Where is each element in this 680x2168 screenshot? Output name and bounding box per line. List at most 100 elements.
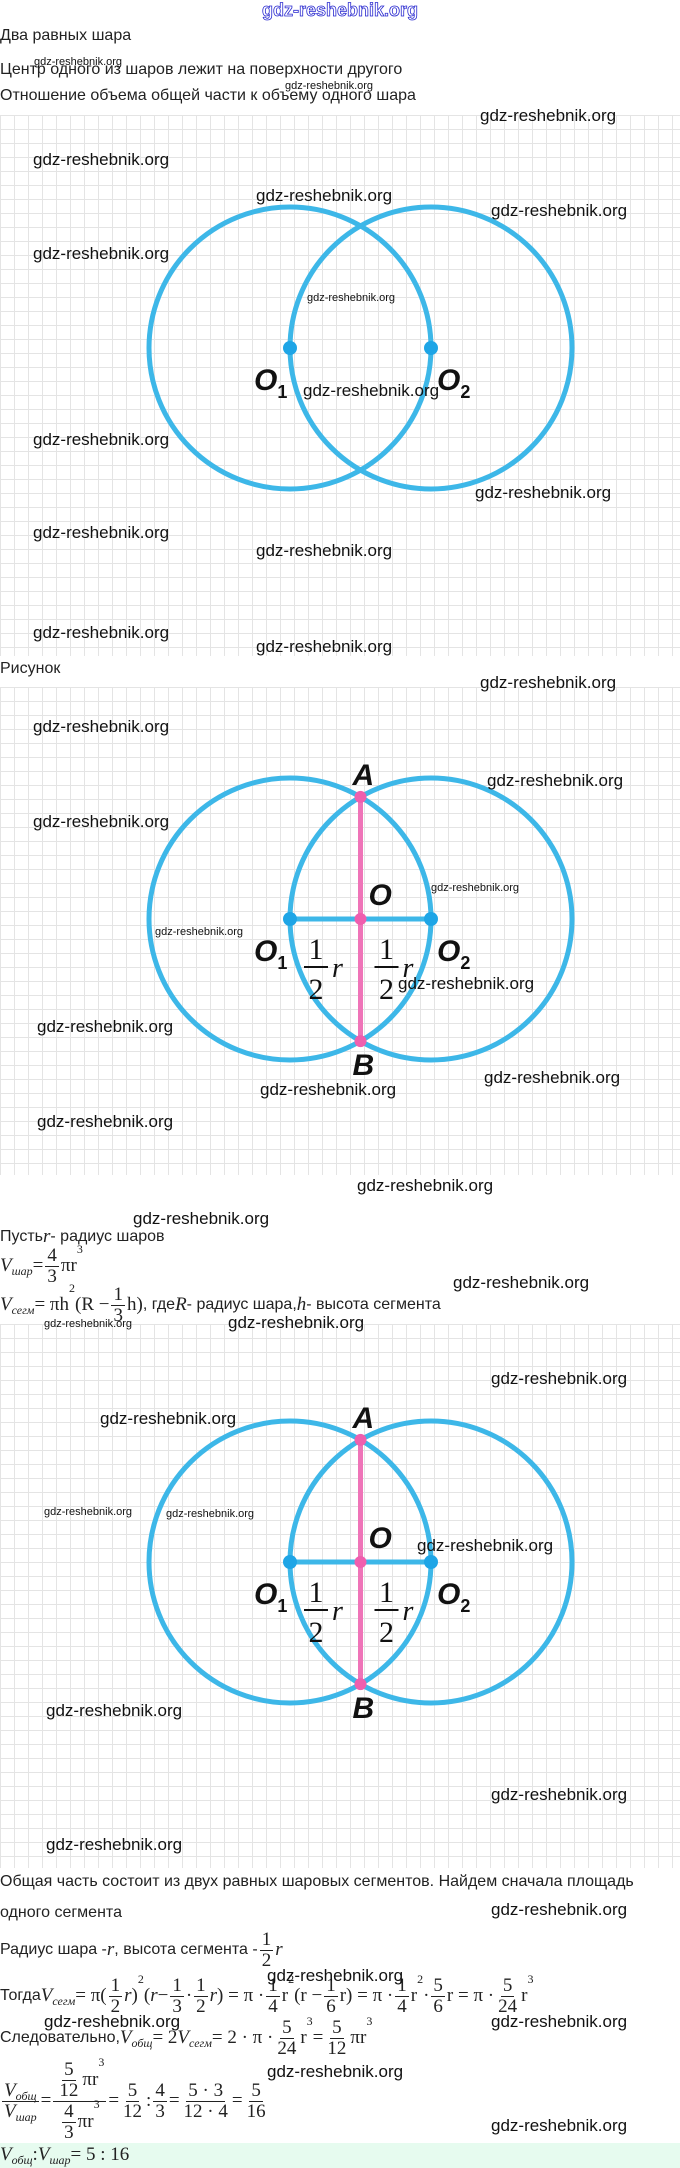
math-variable: r: [124, 1985, 132, 2007]
math-text: 5: [282, 2017, 292, 2038]
math-variable: V: [4, 2100, 16, 2122]
math-text: (: [143, 1985, 151, 2007]
half-left-denominator: 2: [309, 973, 324, 1006]
watermark: gdz-reshebnik.org: [491, 1785, 628, 1804]
label-o2: O2: [437, 364, 470, 402]
text-run: - высота сегмента: [306, 1296, 441, 1314]
math-text: πr: [60, 1255, 77, 1277]
numerator: 1: [108, 1975, 123, 1997]
numerator: 5 · 3: [186, 2080, 226, 2102]
math-text: 1: [261, 1929, 272, 1950]
math-text: 4: [397, 1995, 407, 2017]
math-text: =: [40, 2090, 52, 2112]
label-o: O: [369, 1522, 392, 1555]
math-text: = π(: [75, 1985, 107, 2007]
label-o2: O2: [437, 935, 470, 973]
label-o2: O2: [437, 1578, 470, 1616]
watermark: gdz-reshebnik.org: [491, 201, 628, 220]
denominator: 2: [109, 1996, 123, 2017]
subscript: шар: [15, 2110, 37, 2125]
common-part-text-2: одного сегмента: [0, 1904, 122, 1921]
math-text: :: [146, 2090, 152, 2112]
math-text: 4: [47, 1245, 57, 1266]
math-text: = 2: [152, 2027, 178, 2049]
watermark: gdz-reshebnik.org: [256, 186, 393, 205]
denominator: 2: [260, 1949, 274, 1971]
superscript: 2: [417, 1972, 424, 1986]
math-text: 6: [326, 1995, 336, 2017]
denominator: 12: [57, 2080, 80, 2101]
watermark: gdz-reshebnik.org: [37, 1017, 174, 1036]
half-right-numerator: 1: [379, 933, 394, 966]
superscript: 2: [137, 1972, 144, 1986]
figure-caption: Рисунок: [0, 660, 61, 677]
watermark: gdz-reshebnik.org: [44, 2012, 181, 2031]
watermark: gdz-reshebnik.org: [44, 1318, 133, 1330]
math-variable: r: [209, 1985, 218, 2007]
math-text: =: [231, 2090, 243, 2112]
math-text: 1: [196, 1975, 206, 1996]
watermark: gdz-reshebnik.org: [480, 106, 617, 125]
point-b: [354, 1035, 367, 1048]
math-text: (r −: [294, 1985, 323, 2007]
math-text: 4: [155, 2079, 165, 2101]
math-variable: V: [177, 2027, 190, 2049]
math-text: 1: [110, 1975, 121, 1996]
math-variable: V: [0, 2144, 12, 2165]
watermark: gdz-reshebnik.org: [484, 1068, 621, 1087]
denominator: 2: [194, 1995, 208, 2017]
point-a: [354, 1433, 367, 1446]
math-text: 5: [64, 2059, 74, 2080]
math-text: 3: [47, 1265, 57, 1287]
half-left-numerator: 1: [309, 1576, 324, 1609]
math-variable: R: [175, 1294, 187, 1316]
subscript: общ: [11, 2153, 33, 2167]
watermark: gdz-reshebnik.org: [453, 1273, 590, 1292]
superscript: 3: [98, 2055, 105, 2069]
watermark: gdz-reshebnik.org: [475, 483, 612, 502]
math-text: :: [32, 2144, 38, 2165]
label-o1: O1: [254, 1578, 287, 1616]
math-text: 3: [113, 1304, 123, 1326]
math-variable: V: [40, 1985, 53, 2007]
watermark: gdz-reshebnik.org: [491, 2116, 628, 2135]
numerator: 1: [259, 1929, 274, 1951]
header-watermark: gdz-reshebnik.org: [261, 0, 419, 20]
watermark: gdz-reshebnik.org: [417, 1536, 554, 1555]
math-text: 24: [277, 2037, 297, 2059]
denominator: 6: [324, 1995, 338, 2017]
denominator: 4: [266, 1996, 280, 2017]
subscript: сегм: [52, 1994, 76, 2009]
common-part-text-1: Общая часть состоит из двух равных шаров…: [0, 1873, 634, 1890]
numerator: 5: [330, 2018, 344, 2039]
label-a: A: [352, 759, 375, 792]
denominator: 3: [153, 2101, 167, 2122]
math-text: 2: [261, 1949, 272, 1971]
math-text: = 5 : 16: [70, 2144, 130, 2165]
math-text: 24: [498, 1995, 518, 2017]
watermark: gdz-reshebnik.org: [256, 541, 393, 560]
math-text: r: [281, 1985, 289, 2007]
subscript: общ: [131, 2036, 153, 2051]
point-o2: [424, 1555, 438, 1569]
watermark: gdz-reshebnik.org: [33, 717, 170, 736]
numerator: 5: [62, 2060, 76, 2081]
math-text: 2: [196, 1995, 206, 2017]
text-run: - радиус шара,: [186, 1296, 297, 1314]
half-right-denominator: 2: [379, 1616, 394, 1649]
